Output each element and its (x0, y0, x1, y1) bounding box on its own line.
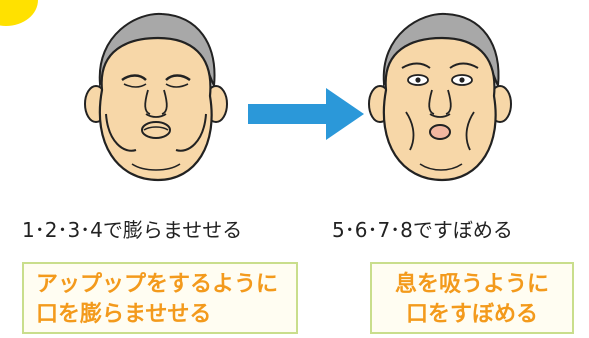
corner-badge (0, 0, 38, 26)
face-puffed-cheeks-icon (84, 12, 228, 182)
step-label-right: 5･6･7･8ですぼめる (332, 218, 513, 242)
instruction-card-purse: 息を吸うように 口をすぼめる (370, 262, 574, 334)
instruction-line-2: 口を膨らませせる (36, 302, 212, 327)
face-pursed-illustration (362, 4, 518, 200)
instruction-card-puff: アップップをするように 口を膨らませせる (22, 262, 298, 334)
instruction-line-1: アップップをするように (36, 272, 279, 297)
instruction-line-1: 息を吸うように (394, 272, 549, 297)
instruction-line-2: 口をすぼめる (405, 302, 538, 327)
step-label-left: 1･2･3･4で膨らませせる (22, 218, 243, 242)
face-pursed-cheeks-icon (368, 12, 512, 182)
arrow-right-icon (248, 88, 364, 140)
face-puffed-illustration (78, 4, 234, 200)
